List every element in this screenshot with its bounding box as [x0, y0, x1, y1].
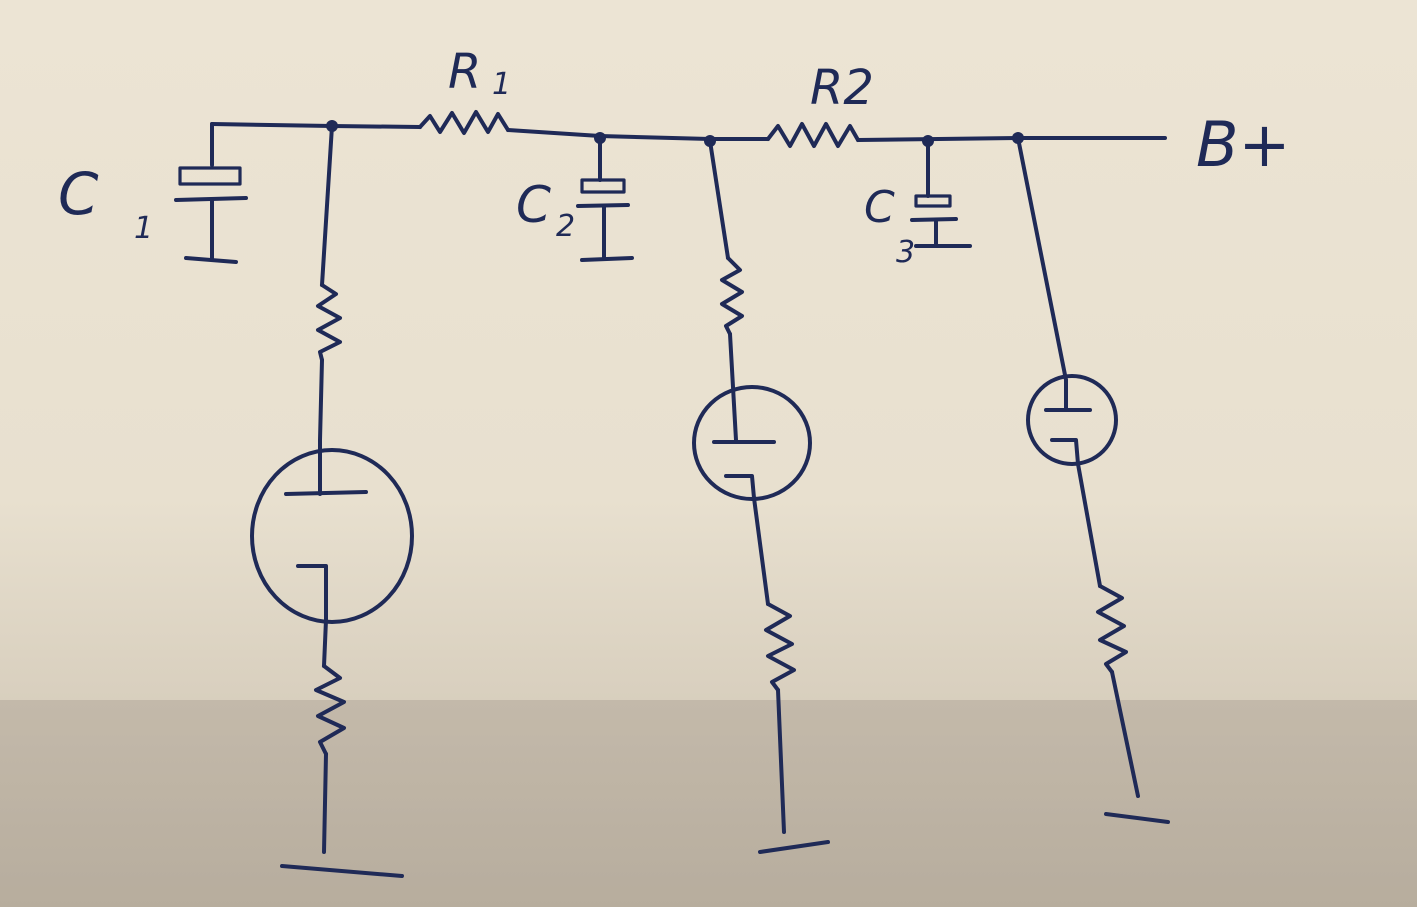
- branch1-wire-cathode: [322, 618, 328, 668]
- branch1-ground-bar: [280, 864, 404, 878]
- r2-label: R2: [810, 60, 874, 116]
- capacitor-c3: [910, 139, 972, 248]
- rail-left-segment: [210, 122, 422, 129]
- resistor-r1-zigzag: [418, 110, 510, 135]
- branch-2: [692, 139, 830, 854]
- rail-right-segment: [856, 136, 1167, 142]
- branch-1: [250, 124, 414, 878]
- branch1-tube-cathode: [296, 564, 328, 622]
- branch2-wire-top: [708, 139, 730, 260]
- resistor-r2-zigzag: [766, 122, 860, 148]
- branch2-tube-cathode: [724, 474, 756, 500]
- c3-label: C: [864, 182, 895, 233]
- branch1-plate-resistor: [316, 283, 342, 362]
- r1-label: R: [448, 44, 481, 100]
- branch3-tube-envelope: [1026, 374, 1118, 466]
- c2-subscript: 2: [556, 209, 575, 244]
- r1-subscript: 1: [492, 67, 511, 102]
- branch1-tube-plate: [284, 490, 368, 496]
- c3-negative-plate: [910, 217, 958, 222]
- branch1-wire-top: [320, 124, 334, 287]
- branch3-ground-bar: [1104, 812, 1170, 824]
- branch1-wire-ground: [322, 752, 328, 854]
- branch3-tube-cathode: [1050, 438, 1080, 466]
- c3-subscript: 3: [896, 235, 915, 270]
- branch2-plate-resistor: [720, 256, 744, 336]
- c1-ground-bar: [184, 256, 238, 264]
- c2-positive-plate: [580, 178, 626, 194]
- branch1-cathode-resistor: [314, 664, 346, 756]
- paper-shadow: [0, 700, 1417, 907]
- branch2-ground-bar: [758, 840, 830, 854]
- branch3-wire-cathode: [1076, 462, 1102, 588]
- branch2-cathode-resistor: [764, 602, 796, 692]
- c1-label: C: [58, 160, 99, 228]
- branch1-wire-to-plate: [318, 358, 324, 496]
- capacitor-c2: [576, 136, 634, 262]
- branch3-wire-top: [1016, 136, 1068, 382]
- branch2-wire-ground: [776, 688, 786, 834]
- supply-label: B+: [1196, 108, 1290, 181]
- c3-positive-plate: [914, 194, 952, 208]
- capacitor-c1: [174, 166, 248, 264]
- c2-ground-bar: [580, 256, 634, 262]
- c1-positive-plate: [178, 166, 242, 186]
- c2-label: C: [516, 176, 551, 234]
- branch2-wire-cathode: [752, 496, 770, 606]
- c1-subscript: 1: [134, 211, 153, 246]
- branch2-wire-to-plate: [728, 332, 738, 442]
- rail-middle-segment: [506, 128, 770, 141]
- branch3-cathode-resistor: [1096, 584, 1128, 674]
- branch2-tube-envelope: [692, 385, 812, 501]
- branch1-tube-envelope: [250, 448, 414, 624]
- branch3-wire-ground: [1110, 670, 1140, 798]
- branch-3: [1016, 136, 1170, 824]
